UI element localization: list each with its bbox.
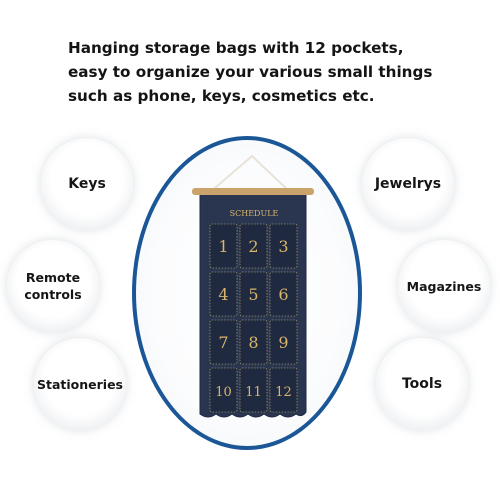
pocket-1 [209,223,238,269]
use-bubble-remote-controls: Remote controls [7,240,99,332]
pocket-4 [209,271,238,317]
use-label-stationeries: Stationeries [36,376,123,392]
use-bubble-tools: Tools [376,338,468,430]
use-label-remote-controls: Remote controls [24,269,81,303]
pocket-number-7: 7 [218,333,228,352]
use-bubble-keys: Keys [41,138,133,230]
pocket-number-6: 6 [278,285,288,304]
use-label-tools: Tools [401,375,443,392]
use-bubble-stationeries: Stationeries [34,338,126,430]
use-bubble-jewelrys: Jewelrys [362,138,454,230]
hanging-cord [207,154,293,195]
pocket-number-10: 10 [215,385,232,400]
pocket-3 [269,223,298,269]
pocket-10 [209,367,238,413]
use-bubble-magazines: Magazines [398,240,490,332]
pocket-7 [209,319,238,365]
headline-line-2: easy to organize your various small thin… [68,63,433,81]
headline-line-1: Hanging storage bags with 12 pockets, [68,39,404,57]
pocket-number-8: 8 [248,333,258,352]
use-label-jewelrys: Jewelrys [374,175,442,192]
schedule-label: SCHEDULE [230,209,279,218]
pocket-number-11: 11 [245,385,262,400]
pocket-number-9: 9 [278,333,288,352]
use-label-magazines: Magazines [406,278,482,294]
pocket-11 [239,367,268,413]
use-label-remote-line-1: Remote [25,270,81,285]
pocket-12 [269,367,298,413]
pocket-number-5: 5 [248,285,258,304]
use-label-keys: Keys [68,175,106,192]
pocket-6 [269,271,298,317]
pocket-5 [239,271,268,317]
headline: Hanging storage bags with 12 pockets, ea… [68,36,488,108]
pocket-number-2: 2 [248,237,258,256]
pocket-number-12: 12 [275,385,292,400]
pocket-number-3: 3 [278,237,288,256]
headline-line-3: such as phone, keys, cosmetics etc. [68,87,375,105]
wooden-rod [192,188,314,195]
pocket-9 [269,319,298,365]
pocket-8 [239,319,268,365]
pocket-number-1: 1 [218,237,228,256]
pocket-number-4: 4 [218,285,228,304]
use-label-remote-line-2: controls [24,287,82,302]
pocket-2 [239,223,268,269]
